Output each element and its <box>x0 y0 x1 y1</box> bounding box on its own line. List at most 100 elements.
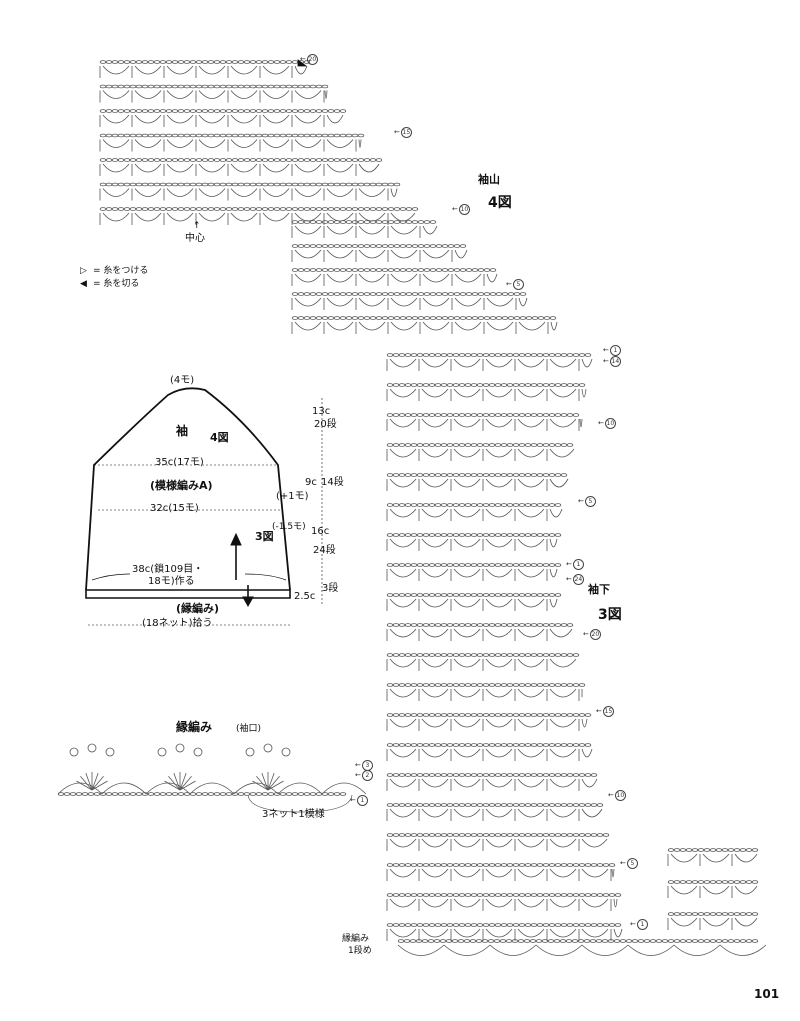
stitch-row <box>386 563 562 581</box>
stitch-row <box>99 133 365 152</box>
width-middle: 32c(15モ) <box>150 503 199 514</box>
foundation-line1: 38c(鎖109目・ <box>132 564 204 575</box>
edging-label: (縁編み) <box>176 602 220 615</box>
fan-motif <box>69 743 115 791</box>
row-marker-under-10: ←10 <box>598 418 616 429</box>
row-marker-cap-1: ←1 <box>603 345 621 356</box>
stitch-row <box>291 220 438 238</box>
stitch-row <box>667 912 759 930</box>
legend-attach: = 糸をつける <box>93 266 149 276</box>
row-marker-under-1b: ←1 <box>630 919 648 930</box>
row-marker-under-14: ←14 <box>603 356 621 367</box>
stitch-row <box>386 863 616 881</box>
bottom-edge-label-2: 1段め <box>348 946 372 956</box>
sleeve-cap-title: 袖山 <box>478 173 500 186</box>
stitch-row <box>386 533 562 551</box>
stitch-row <box>386 383 587 401</box>
row-marker-under-10b: ←10 <box>608 790 626 801</box>
stitch-row <box>291 244 468 262</box>
stitch-row <box>386 743 593 761</box>
edging-chart-drawing <box>57 743 367 813</box>
stitch-row <box>99 182 401 201</box>
stitch-row <box>386 473 569 491</box>
legend-cut: = 糸を切る <box>93 279 140 289</box>
bottom-edging <box>397 939 767 956</box>
center-arrow-icon: ↑ <box>193 221 201 231</box>
pattern-name: (模様編みA) <box>150 479 213 492</box>
dim-mid-rows: 14段 <box>321 477 344 488</box>
fan-motif <box>157 743 203 791</box>
stitch-row <box>291 292 528 310</box>
dim-cap-rows: 20段 <box>314 419 337 430</box>
dim-cap-height: 13c <box>312 406 331 417</box>
dim-edge-rows: 3段 <box>322 583 339 594</box>
schematic-curve <box>91 573 287 581</box>
cut-yarn-icon: ◀ <box>80 279 87 289</box>
row-marker-cap-5: ←5 <box>506 279 524 290</box>
stitch-row <box>386 503 563 521</box>
stitch-row <box>99 84 329 103</box>
dim-lower-height: 16c <box>311 526 330 537</box>
cut-yarn-icon <box>297 59 308 67</box>
stitch-row <box>667 848 759 866</box>
sleeve-cap-figure: 4図 <box>488 195 512 211</box>
dim-decrease: (-1.5モ) <box>272 522 306 532</box>
row-marker-under-5b: ←5 <box>620 858 638 869</box>
stitch-row <box>386 683 586 701</box>
stitch-row <box>386 833 610 851</box>
edging-chart-subtitle: (袖口) <box>236 724 262 734</box>
row-marker-cap-20: ←20 <box>300 54 318 65</box>
stitch-row <box>386 623 574 641</box>
dim-edge-height: 2.5c <box>294 591 316 602</box>
width-upper: 35c(17モ) <box>155 457 204 468</box>
stitch-grid <box>99 59 767 956</box>
stitch-row <box>291 268 498 286</box>
stitch-row <box>99 158 383 176</box>
down-arrowhead-icon <box>242 596 254 608</box>
stitch-row <box>386 893 622 911</box>
schematic-outline <box>85 387 291 591</box>
stitch-row <box>291 316 558 334</box>
stitch-row <box>386 593 562 611</box>
dim-mid-height: 9c <box>305 477 317 488</box>
dim-increase: (+1モ) <box>276 491 309 502</box>
pickup-label: (18ネット)拾う <box>142 618 213 629</box>
page-number: 101 <box>754 987 780 1001</box>
center-label: 中心 <box>185 233 205 244</box>
repeat-bracket <box>247 794 353 813</box>
stitch-row <box>386 443 575 461</box>
row-marker-under-1: ←1 <box>566 559 584 570</box>
dim-lower-rows: 24段 <box>313 545 336 556</box>
edging-row-1: ←1 <box>350 795 368 806</box>
edging-repeat-label: 3ネット1模様 <box>262 809 325 820</box>
sleeve-under-figure: 3図 <box>598 607 622 623</box>
row-marker-cap-10: ←10 <box>452 204 470 215</box>
bottom-edge-label-1: 縁編み <box>342 934 370 944</box>
fan-motif <box>245 743 291 791</box>
stitch-row <box>386 653 580 671</box>
schematic-top-count: (4モ) <box>170 375 195 386</box>
schematic-edging-band <box>85 589 291 599</box>
arrow-figure: 3図 <box>255 530 274 543</box>
stitch-row <box>667 880 759 898</box>
row-marker-under-5: ←5 <box>578 496 596 507</box>
sleeve-schematic <box>85 387 323 626</box>
stitch-row <box>386 413 583 431</box>
edging-row-2: ←2 <box>355 770 373 781</box>
stitch-row <box>386 713 592 731</box>
stitch-row <box>99 60 311 78</box>
stitch-row <box>386 803 604 821</box>
stitch-row <box>386 923 623 941</box>
row-marker-cap-15: ←15 <box>394 127 412 138</box>
stitch-row <box>386 353 593 371</box>
schematic-figure: 4図 <box>210 431 229 444</box>
row-marker-under-15: ←15 <box>596 706 614 717</box>
stitch-row <box>386 773 598 791</box>
attach-yarn-icon: ▷ <box>80 266 87 276</box>
up-arrowhead-icon <box>230 532 242 546</box>
sleeve-under-title: 袖下 <box>588 583 610 596</box>
row-marker-under-24: ←24 <box>566 574 584 585</box>
row-marker-under-20: ←20 <box>583 629 601 640</box>
schematic-title: 袖 <box>176 424 189 438</box>
